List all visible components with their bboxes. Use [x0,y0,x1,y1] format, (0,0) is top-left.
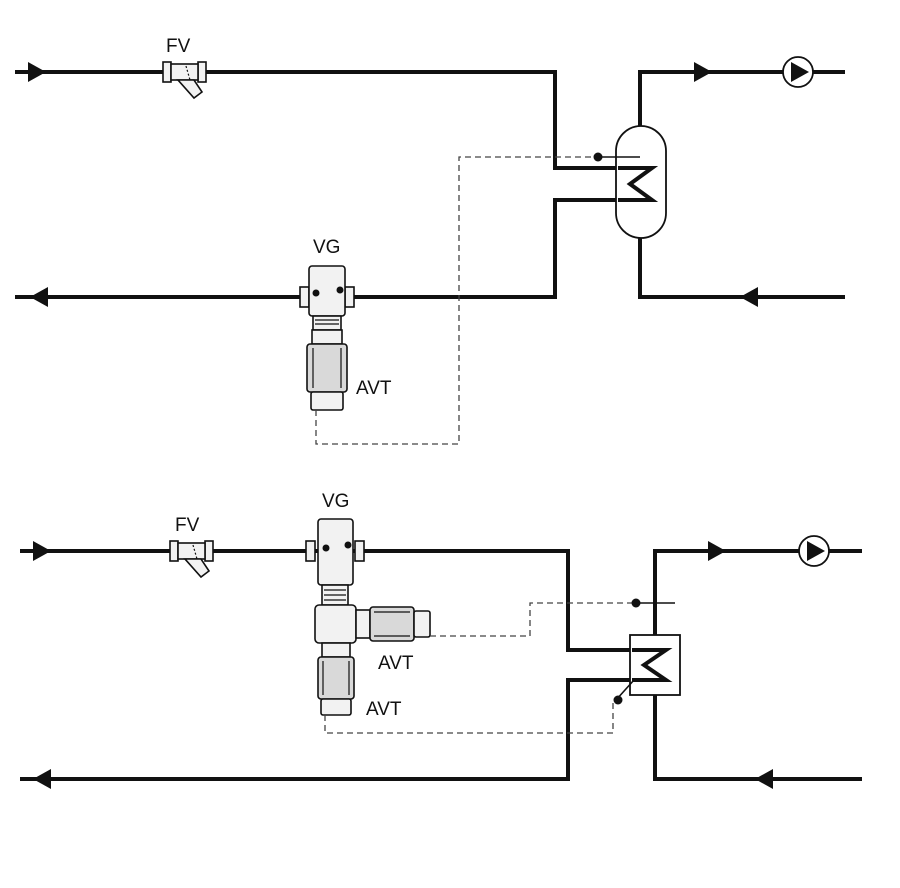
strainer-label: FV [166,36,191,57]
flow-arrow-icon [694,62,712,82]
capillary-line-upper [430,602,636,637]
temperature-sensor-icon [631,598,641,608]
actuator-icon [317,642,355,716]
actuator-lower-label: AVT [366,699,402,720]
plate-heat-exchanger-icon [615,602,681,701]
primary-supply-pipe [15,70,618,170]
temperature-sensor-icon [613,695,623,705]
storage-tank-heat-exchanger-icon [598,125,667,239]
flow-arrow-icon [30,287,48,307]
strainer-icon [169,540,214,579]
primary-return-pipe [20,678,632,781]
flow-arrow-icon [708,541,726,561]
pump-icon [798,535,830,567]
valve-label: VG [313,237,340,258]
actuator-icon [314,604,431,644]
flow-arrow-icon [33,769,51,789]
secondary-supply-pipe [638,70,845,140]
actuator-icon [306,329,348,411]
control-valve-icon [299,265,355,331]
valve-label: VG [322,491,349,512]
flow-arrow-icon [33,541,51,561]
flow-arrow-icon [740,287,758,307]
secondary-return-pipe [638,238,845,299]
flow-arrow-icon [755,769,773,789]
secondary-supply-pipe [653,549,862,635]
capillary-line [315,156,598,445]
strainer-label: FV [175,515,200,536]
strainer-icon [162,61,207,100]
control-valve-icon [305,518,365,606]
temperature-sensor-icon [593,152,603,162]
secondary-return-pipe [653,695,862,781]
diagram-a: FV VG AVT [15,36,845,445]
actuator-upper-label: AVT [378,653,414,674]
primary-return-pipe [15,198,618,299]
diagram-b: FV VG AVT [20,491,862,789]
flow-arrow-icon [28,62,46,82]
pump-icon [782,56,814,88]
capillary-line-lower [324,700,614,734]
primary-supply-pipe [20,549,632,652]
actuator-label: AVT [356,378,392,399]
